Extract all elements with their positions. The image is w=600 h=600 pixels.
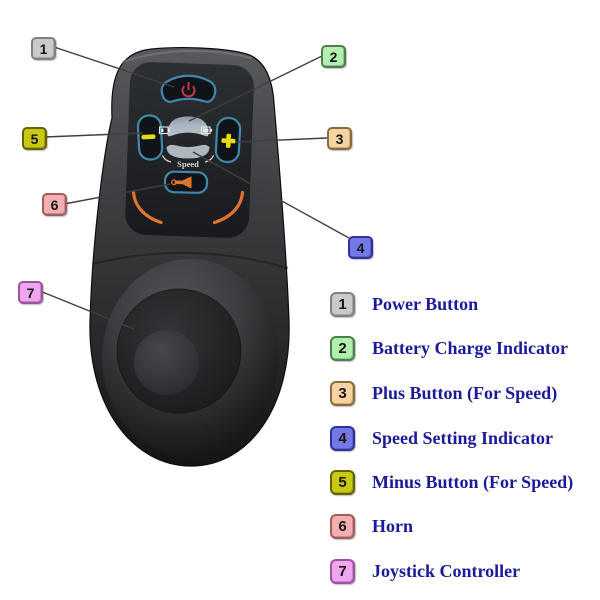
legend-item-plus: 3 Plus Button (For Speed) [330,381,557,406]
battery-charge-indicator [167,116,209,137]
legend-badge-5: 5 [330,470,355,495]
callout-3: 3 [327,127,352,150]
battery-low-icon [158,126,171,135]
callout-7: 7 [18,281,43,304]
legend-badge-6: 6 [330,514,355,539]
legend-item-minus: 5 Minus Button (For Speed) [330,470,573,495]
legend-badge-1: 1 [330,292,355,317]
callout-5: 5 [22,127,47,150]
callout-1: 1 [31,37,56,60]
callout-line-1 [53,46,175,88]
legend-label-7: Joystick Controller [372,561,521,581]
speed-arc-right-icon [204,155,215,163]
legend-item-joystick: 7 Joystick Controller [330,559,520,584]
legend-badge-2: 2 [330,336,355,361]
callout-4: 4 [348,236,373,259]
body-seam [91,251,289,269]
callout-line-4 [192,151,350,239]
decorative-arc-right [212,190,245,225]
body-top-highlight [121,49,253,63]
minus-icon [141,134,156,140]
callout-line-7 [39,290,135,330]
legend-label-6: Horn [372,516,414,536]
callout-6: 6 [42,193,67,216]
callout-line-3 [235,137,328,143]
horn-icon [171,176,192,189]
speed-arc-left-icon [161,155,172,163]
callout-line-5 [44,132,144,138]
joystick-dome [134,330,199,395]
legend-item-horn: 6 Horn [330,514,413,539]
legend-item-speed: 4 Speed Setting Indicator [330,426,553,451]
plus-icon [221,133,236,148]
power-icon [181,82,196,98]
legend-badge-7: 7 [330,559,355,584]
legend-label-5: Minus Button (For Speed) [372,472,574,492]
legend-badge-3: 3 [330,381,355,406]
battery-full-icon [200,126,213,135]
legend-label-3: Plus Button (For Speed) [372,383,558,403]
legend-item-power: 1 Power Button [330,292,478,317]
callout-2: 2 [321,45,346,68]
callout-line-6 [63,183,171,205]
legend-label-1: Power Button [372,294,479,314]
decorative-arc-left [131,190,163,225]
legend-label-4: Speed Setting Indicator [372,428,554,448]
legend: 1 Power Button 2 Battery Charge Indicato… [330,292,596,592]
legend-label-2: Battery Charge Indicator [372,338,568,358]
legend-badge-4: 4 [330,426,355,451]
legend-item-battery: 2 Battery Charge Indicator [330,336,568,361]
speed-label: Speed [177,159,199,169]
callout-line-2 [188,55,323,122]
